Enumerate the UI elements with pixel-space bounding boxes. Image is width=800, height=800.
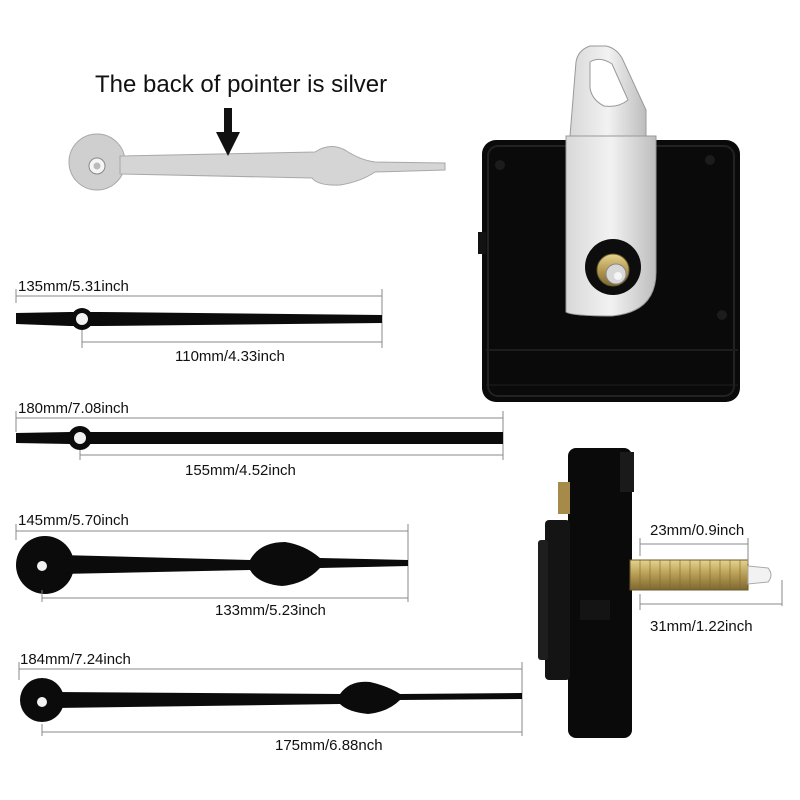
clock-movement-front xyxy=(478,45,740,402)
hand-3-tail-length: 133mm/5.23inch xyxy=(215,602,326,619)
silver-note-caption: The back of pointer is silver xyxy=(95,71,388,98)
hand-4-tail-length: 175mm/6.88nch xyxy=(275,737,383,754)
hand-4-total-length: 184mm/7.24inch xyxy=(20,651,131,668)
down-arrow-icon xyxy=(216,108,240,156)
thread-length-label: 23mm/0.9inch xyxy=(650,522,745,539)
hand-2-tail-length: 155mm/4.52inch xyxy=(185,462,296,479)
hand-2 xyxy=(15,411,504,460)
hand-3-total-length: 145mm/5.70inch xyxy=(18,512,129,529)
hand-1-tail-length: 110mm/4.33inch xyxy=(175,348,285,365)
hand-1-total-length: 135mm/5.31inch xyxy=(18,278,129,295)
hand-3 xyxy=(15,524,409,602)
hand-4 xyxy=(18,662,523,736)
clock-movement-side xyxy=(538,448,783,738)
hand-1 xyxy=(15,289,383,348)
silver-hand-sample xyxy=(68,133,446,191)
shaft-length-label: 31mm/1.22inch xyxy=(650,618,753,635)
hand-2-total-length: 180mm/7.08inch xyxy=(18,400,129,417)
